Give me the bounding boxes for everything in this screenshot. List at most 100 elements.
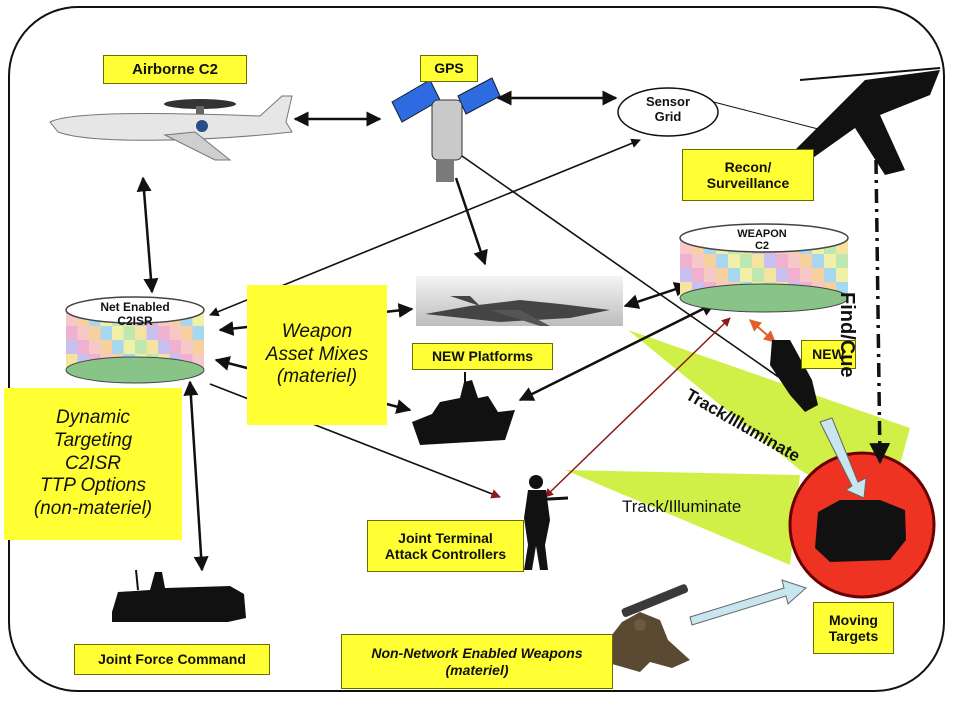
drum-stripe <box>800 268 812 282</box>
drum-stripe <box>77 340 89 354</box>
drum-stripe <box>146 340 158 354</box>
drum-stripe <box>824 254 836 268</box>
drum-stripe <box>181 340 193 354</box>
gps-satellite-icon <box>391 77 501 182</box>
weaponc2-drum-icon <box>679 223 849 313</box>
recon-sensor-line <box>705 99 823 131</box>
dynamic-targeting-label: Dynamic Targeting C2ISR TTP Options (non… <box>4 388 182 540</box>
weapon-trail-missile <box>819 417 867 499</box>
drum-stripe <box>680 254 692 268</box>
drum-stripe <box>716 254 728 268</box>
drum-stripe <box>788 254 800 268</box>
drum-stripe <box>66 326 78 340</box>
drum-stripe <box>135 326 147 340</box>
fighter-jet-icon <box>416 276 623 326</box>
tank-icon <box>788 451 936 599</box>
drum-stripe <box>788 268 800 282</box>
arrow-jet-weaponc2 <box>623 282 690 309</box>
drum-stripe <box>66 354 78 368</box>
moving-targets-label: Moving Targets <box>813 602 894 654</box>
weapon-c2-label: WEAPON C2 <box>737 228 787 252</box>
drum-stripe <box>100 326 112 340</box>
weapon-icon <box>770 340 818 412</box>
drum-stripe <box>704 254 716 268</box>
drum-stripe <box>89 340 101 354</box>
weapon-asset-mixes-label: Weapon Asset Mixes (materiel) <box>247 285 387 425</box>
new-platforms-label: NEW Platforms <box>412 343 553 370</box>
drum-stripe <box>704 268 716 282</box>
rounded-frame <box>8 6 945 692</box>
jtac-label: Joint Terminal Attack Controllers <box>367 520 524 572</box>
awacs-aircraft-icon <box>49 95 293 161</box>
drum-stripe <box>100 340 112 354</box>
line-gps-new <box>461 155 801 393</box>
drum-stripe <box>192 312 204 326</box>
command-vehicle-icon <box>112 569 246 622</box>
drum-stripe <box>169 340 181 354</box>
drum-stripe <box>776 254 788 268</box>
find-cue-label: Find/Cue <box>836 292 858 378</box>
soldier-icon <box>524 475 569 570</box>
drum-stripe <box>123 340 135 354</box>
drum-stripe <box>716 268 728 282</box>
new-label: NEW <box>801 340 856 369</box>
non-network-weapons-label: Non-Network Enabled Weapons (materiel) <box>341 634 613 689</box>
drum-stripe <box>764 268 776 282</box>
arrow-gps-jet <box>454 177 488 266</box>
drum-stripe <box>692 268 704 282</box>
drum-stripe <box>192 340 204 354</box>
drum-stripe <box>692 254 704 268</box>
arrow-weaponc2-jtac <box>544 317 731 498</box>
find-cue-line <box>869 159 891 465</box>
missile-soldier-icon <box>608 584 690 672</box>
drum-stripe <box>776 268 788 282</box>
drum-stripe <box>123 326 135 340</box>
drum-stripe <box>181 326 193 340</box>
drum-stripe <box>192 354 204 368</box>
drum-stripe <box>800 254 812 268</box>
drum-stripe <box>158 340 170 354</box>
net-enabled-c2isr-label: Net Enabled C2ISR <box>100 300 170 328</box>
drum-stripe <box>66 340 78 354</box>
arrow-weaponc2-new <box>749 319 776 343</box>
drum-stripe <box>146 326 158 340</box>
drum-stripe <box>764 254 776 268</box>
drum-stripe <box>752 268 764 282</box>
drum-stripe <box>740 268 752 282</box>
drum-stripe <box>66 312 78 326</box>
sensor-grid-label: Sensor Grid <box>645 94 691 124</box>
drum-stripe <box>169 326 181 340</box>
drum-stripe <box>728 268 740 282</box>
c2isr-drum-icon <box>65 296 205 384</box>
drum-stripe <box>836 268 848 282</box>
arrow-airborne-c2isr <box>136 176 159 294</box>
drum-stripe <box>158 326 170 340</box>
drum-stripe <box>812 254 824 268</box>
drum-stripe <box>89 326 101 340</box>
warship-icon <box>412 372 515 445</box>
recon-surveillance-label: Recon/ Surveillance <box>682 149 814 201</box>
track-beam-lower <box>565 470 800 565</box>
drum-stripe <box>77 326 89 340</box>
drum-stripe <box>836 254 848 268</box>
drum-stripe <box>192 326 204 340</box>
drum-stripe <box>680 268 692 282</box>
drum-stripe <box>135 340 147 354</box>
arrow-c2isr-jfc <box>183 380 209 572</box>
weapon-trail-ground <box>689 579 807 626</box>
track-illuminate-label-horizontal: Track/Illuminate <box>622 497 742 516</box>
sensor-grid-ellipse <box>617 87 719 137</box>
drum-stripe <box>112 326 124 340</box>
gps-label: GPS <box>420 55 478 82</box>
drum-stripe <box>728 254 740 268</box>
drum-stripe <box>752 254 764 268</box>
joint-force-command-label: Joint Force Command <box>74 644 270 675</box>
airborne-c2-label: Airborne C2 <box>103 55 247 84</box>
drum-stripe <box>740 254 752 268</box>
drum-stripe <box>812 268 824 282</box>
drum-stripe <box>824 268 836 282</box>
drum-stripe <box>112 340 124 354</box>
recon-aircraft-icon <box>795 67 941 175</box>
